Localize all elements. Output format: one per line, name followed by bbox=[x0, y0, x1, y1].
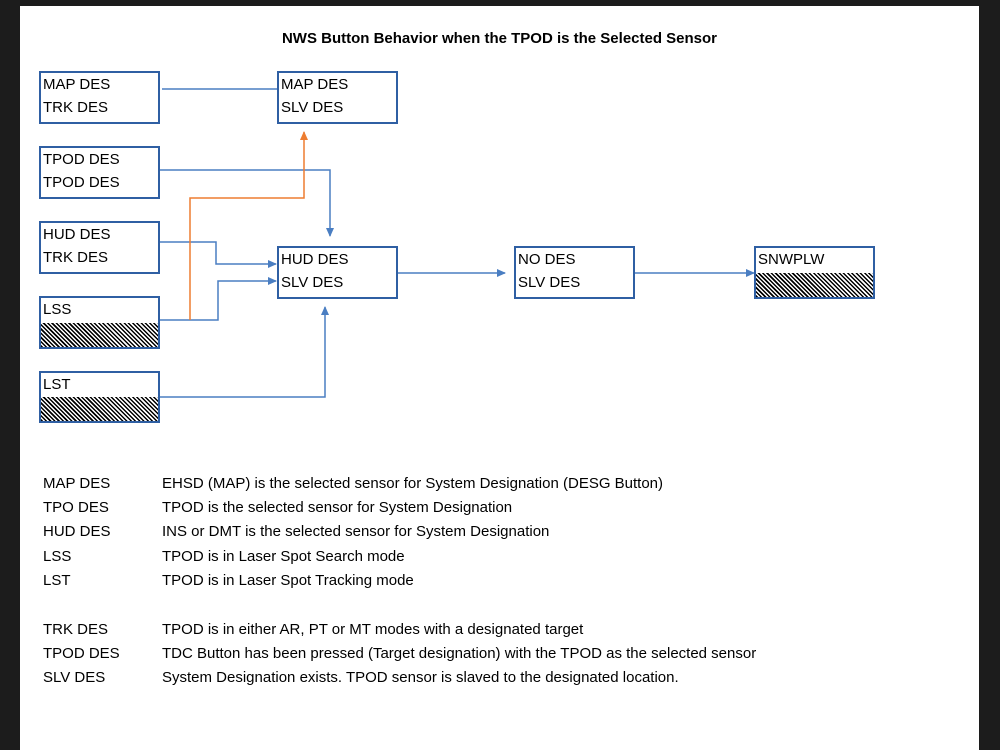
legend-modes: MAP DES EHSD (MAP) is the selected sensor… bbox=[43, 471, 943, 592]
legend-states: TRK DES TPOD is in either AR, PT or MT mo… bbox=[43, 617, 943, 690]
hatch-fill bbox=[756, 273, 873, 297]
box-line: TRK DES bbox=[43, 99, 109, 116]
box-line: MAP DES bbox=[281, 76, 349, 93]
legend-definition: INS or DMT is the selected sensor for Sy… bbox=[162, 523, 550, 541]
box-line: HUD DES bbox=[281, 251, 349, 268]
legend-definition: TPOD is in Laser Spot Tracking mode bbox=[162, 571, 414, 589]
hatch-fill bbox=[41, 397, 158, 421]
box-snwplw: SNWPLW bbox=[754, 246, 875, 299]
legend-row: LSS TPOD is in Laser Spot Search mode bbox=[43, 544, 943, 568]
box-lst: LST bbox=[39, 371, 160, 423]
box-map-slv: MAP DES SLV DES bbox=[277, 71, 398, 124]
arrow-lss-to-hud-slv bbox=[160, 277, 277, 321]
arrow-lss-to-map-slv bbox=[189, 131, 308, 320]
legend-term: TPOD DES bbox=[43, 644, 120, 662]
box-hud-slv: HUD DES SLV DES bbox=[277, 246, 398, 299]
legend-definition: TPOD is in either AR, PT or MT modes wit… bbox=[162, 620, 584, 638]
legend-definition: EHSD (MAP) is the selected sensor for Sy… bbox=[162, 474, 664, 492]
box-line: SLV DES bbox=[281, 274, 344, 291]
box-hud-trk: HUD DES TRK DES bbox=[39, 221, 160, 274]
legend-term: HUD DES bbox=[43, 523, 111, 541]
box-line: SLV DES bbox=[281, 99, 344, 116]
box-line: HUD DES bbox=[43, 226, 111, 243]
box-map-trk: MAP DES TRK DES bbox=[39, 71, 160, 124]
box-line: TPOD DES bbox=[43, 174, 120, 191]
legend-row: LST TPOD is in Laser Spot Tracking mode bbox=[43, 568, 943, 592]
box-line: TRK DES bbox=[43, 249, 109, 266]
box-tpod-tpod: TPOD DES TPOD DES bbox=[39, 146, 160, 199]
arrow-tpod-to-hud-slv bbox=[160, 169, 334, 237]
arrow-hud-to-hud-slv bbox=[160, 241, 277, 268]
arrow-lst-to-hud-slv bbox=[160, 306, 329, 398]
legend-term: LSS bbox=[43, 547, 72, 565]
box-no-slv: NO DES SLV DES bbox=[514, 246, 635, 299]
legend-term: TPO DES bbox=[43, 498, 109, 516]
legend-term: TRK DES bbox=[43, 620, 109, 638]
legend-definition: TDC Button has been pressed (Target desi… bbox=[162, 644, 757, 662]
hatch-fill bbox=[41, 323, 158, 347]
diagram-page: NWS Button Behavior when the TPOD is the… bbox=[20, 6, 979, 750]
box-line: MAP DES bbox=[43, 76, 111, 93]
box-line: SNWPLW bbox=[758, 251, 825, 268]
legend-definition: TPOD is in Laser Spot Search mode bbox=[162, 547, 405, 565]
legend-row: MAP DES EHSD (MAP) is the selected sensor… bbox=[43, 471, 943, 495]
legend-row: HUD DES INS or DMT is the selected sensor… bbox=[43, 520, 943, 544]
box-line: TPOD DES bbox=[43, 151, 120, 168]
legend-row: TRK DES TPOD is in either AR, PT or MT mo… bbox=[43, 617, 943, 641]
legend-term: MAP DES bbox=[43, 474, 111, 492]
box-line: SLV DES bbox=[518, 274, 581, 291]
flow-connectors bbox=[160, 85, 755, 398]
box-lss: LSS bbox=[39, 296, 160, 349]
legend-row: TPO DES TPOD is the selected sensor for S… bbox=[43, 495, 943, 519]
legend-term: SLV DES bbox=[43, 669, 106, 687]
box-line: NO DES bbox=[518, 251, 576, 268]
box-line: LSS bbox=[43, 301, 72, 318]
legend-row: SLV DES System Designation exists. TPOD s… bbox=[43, 666, 943, 690]
box-line: LST bbox=[43, 376, 71, 393]
diagram-title: NWS Button Behavior when the TPOD is the… bbox=[281, 30, 718, 47]
legend-term: LST bbox=[43, 571, 71, 589]
legend-definition: TPOD is the selected sensor for System D… bbox=[162, 498, 513, 516]
legend-definition: System Designation exists. TPOD sensor i… bbox=[162, 669, 679, 687]
legend-row: TPOD DES TDC Button has been pressed (Tar… bbox=[43, 641, 943, 665]
